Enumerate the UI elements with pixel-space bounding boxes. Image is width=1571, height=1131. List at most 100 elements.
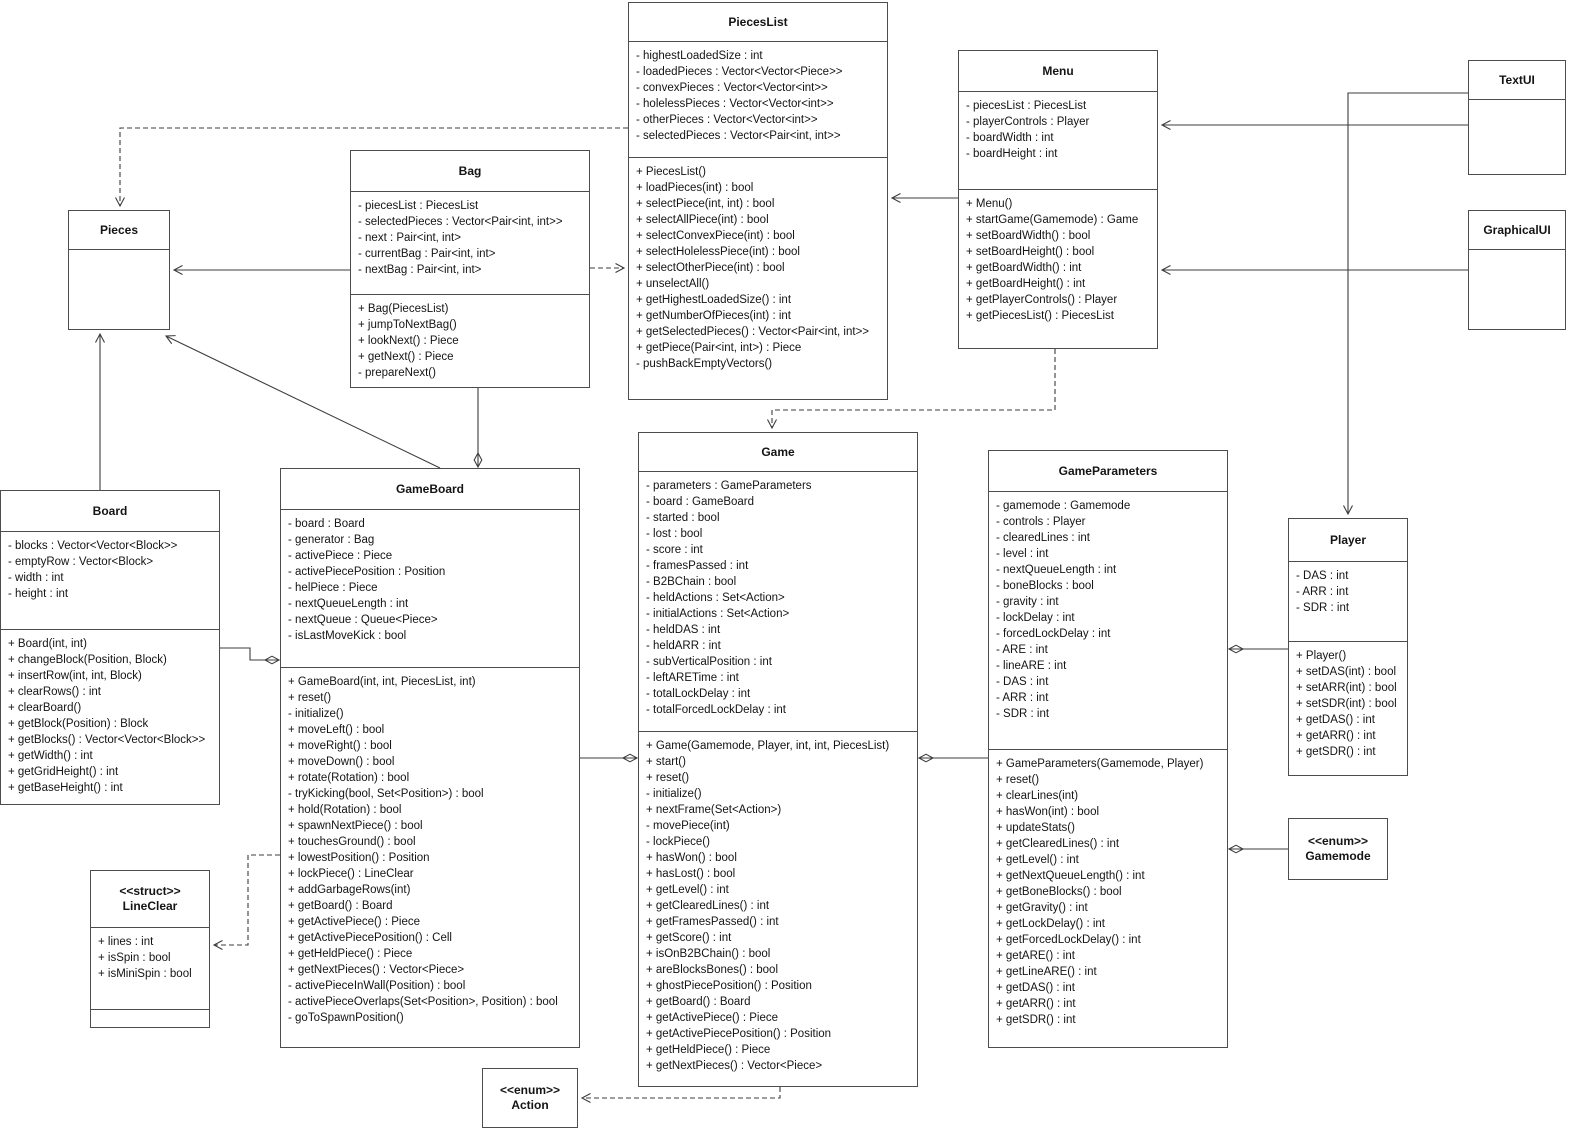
member-line: + reset() (646, 772, 690, 784)
attributes-section: - parameters : GameParameters- board : G… (639, 471, 917, 731)
member-line: + isMiniSpin : bool (98, 968, 192, 980)
member-line: - currentBag : Pair<int, int> (358, 248, 496, 260)
class-pieceslist: PiecesList - highestLoadedSize : int- lo… (628, 2, 888, 400)
member-line: - ARR : int (1296, 586, 1349, 598)
class-title: Bag (351, 151, 589, 191)
member-line: - goToSpawnPosition() (288, 1012, 404, 1024)
class-textui: TextUI (1468, 60, 1566, 175)
member-line: + rotate(Rotation) : bool (288, 772, 410, 784)
class-board: Board - blocks : Vector<Vector<Block>>- … (0, 490, 220, 805)
member-line: - DAS : int (1296, 570, 1349, 582)
member-line: + isOnB2BChain() : bool (646, 948, 771, 960)
member-line: - ARR : int (996, 692, 1049, 704)
member-line: - initialize() (646, 788, 702, 800)
member-line: + getClearedLines() : int (646, 900, 770, 912)
class-title: PiecesList (629, 3, 887, 41)
member-line: + clearRows() : int (8, 686, 101, 698)
member-line: + setSDR(int) : bool (1296, 698, 1397, 710)
methods-section: + Board(int, int)+ changeBlock(Position,… (1, 629, 219, 804)
member-line: + areBlocksBones() : bool (646, 964, 778, 976)
member-line: + setARR(int) : bool (1296, 682, 1397, 694)
member-line: - nextQueue : Queue<Piece> (288, 614, 438, 626)
member-line: - totalForcedLockDelay : int (646, 704, 786, 716)
member-line: + lockPiece() : LineClear (288, 868, 414, 880)
class-game: Game - parameters : GameParameters- boar… (638, 432, 918, 1087)
member-line: - otherPieces : Vector<Vector<int>> (636, 114, 818, 126)
member-line: + loadPieces(int) : bool (636, 182, 754, 194)
class-name-label: GameBoard (395, 481, 465, 496)
member-line: - totalLockDelay : int (646, 688, 751, 700)
attributes-section: - blocks : Vector<Vector<Block>>- emptyR… (1, 531, 219, 629)
member-line: + selectAllPiece(int) : bool (636, 214, 769, 226)
attributes-section: - board : Board- generator : Bag- active… (281, 509, 579, 667)
class-name-label: Game (761, 444, 795, 459)
member-line: + touchesGround() : bool (288, 836, 416, 848)
class-title: <<enum>> Gamemode (1289, 819, 1387, 879)
member-line: + isSpin : bool (98, 952, 171, 964)
member-line: + hold(Rotation) : bool (288, 804, 402, 816)
member-line: + getDAS() : int (996, 982, 1075, 994)
member-line: - prepareNext() (358, 367, 436, 379)
member-line: + PiecesList() (636, 166, 706, 178)
attributes-section: - DAS : int- ARR : int- SDR : int (1289, 561, 1407, 641)
class-name-label: Menu (1042, 63, 1074, 78)
edge-gameboard-lineclear-dependency (212, 854, 280, 950)
member-line: + getGravity() : int (996, 902, 1088, 914)
class-gamemode: <<enum>> Gamemode (1288, 818, 1388, 880)
member-line: - initialActions : Set<Action> (646, 608, 790, 620)
member-line: + getBoardHeight() : int (966, 278, 1086, 290)
member-line: - SDR : int (996, 708, 1050, 720)
member-line: + lookNext() : Piece (358, 335, 459, 347)
member-line: + setBoardHeight() : bool (966, 246, 1095, 258)
class-bag: Bag - piecesList : PiecesList- selectedP… (350, 150, 590, 388)
member-line: - lockDelay : int (996, 612, 1075, 624)
methods-section: + PiecesList() + loadPieces(int) : bool + … (629, 157, 887, 399)
member-line: - tryKicking(bool, Set<Position>) : bool (288, 788, 484, 800)
member-line: - generator : Bag (288, 534, 375, 546)
member-line: + getActivePiecePosition() : Position (646, 1028, 832, 1040)
member-line: - activePiecePosition : Position (288, 566, 446, 578)
class-name-label: Pieces (99, 222, 139, 237)
member-line: - movePiece(int) (646, 820, 730, 832)
class-menu: Menu - piecesList : PiecesList- playerCo… (958, 50, 1158, 349)
member-line: + getNextPieces() : Vector<Piece> (646, 1060, 823, 1072)
member-line: - width : int (8, 572, 64, 584)
member-line: + selectConvexPiece(int) : bool (636, 230, 795, 242)
member-line: + selectHolelessPiece(int) : bool (636, 246, 800, 258)
member-line: + getBlocks() : Vector<Vector<Block>> (8, 734, 206, 746)
class-title: <<enum>> Action (483, 1069, 577, 1127)
member-line: - convexPieces : Vector<Vector<int>> (636, 82, 828, 94)
member-line: + getARR() : int (996, 998, 1076, 1010)
member-line: + getScore() : int (646, 932, 732, 944)
member-line: + moveLeft() : bool (288, 724, 385, 736)
class-title: Pieces (69, 211, 169, 249)
member-line: + getGridHeight() : int (8, 766, 119, 778)
member-line: + getBaseHeight() : int (8, 782, 123, 794)
member-line: + getSelectedPieces() : Vector<Pair<int,… (636, 326, 870, 338)
class-gameparameters: GameParameters - gamemode : Gamemode- co… (988, 450, 1228, 1048)
member-line: - isLastMoveKick : bool (288, 630, 407, 642)
member-line: - nextQueueLength : int (288, 598, 409, 610)
class-name-label: PiecesList (728, 14, 788, 29)
member-line: + getARR() : int (1296, 730, 1376, 742)
class-name-label: Player (1329, 532, 1367, 547)
member-line: + setDAS(int) : bool (1296, 666, 1397, 678)
member-line: + Bag(PiecesList) (358, 303, 449, 315)
member-line: + setBoardWidth() : bool (966, 230, 1091, 242)
member-line: + getLockDelay() : int (996, 918, 1105, 930)
member-line: - started : bool (646, 512, 720, 524)
edge-game-action-dependency (580, 1087, 781, 1103)
member-line: - boneBlocks : bool (996, 580, 1094, 592)
member-line: - lockPiece() (646, 836, 710, 848)
class-gameboard: GameBoard - board : Board- generator : B… (280, 468, 580, 1048)
member-line: + lowestPosition() : Position (288, 852, 430, 864)
class-name-label: GraphicalUI (1483, 222, 1551, 237)
member-line: + clearLines(int) (996, 790, 1079, 802)
member-line: + Game(Gamemode, Player, int, int, Piece… (646, 740, 890, 752)
member-line: - DAS : int (996, 676, 1049, 688)
member-line: - subVerticalPosition : int (646, 656, 772, 668)
member-line: - heldDAS : int (646, 624, 721, 636)
member-line: + moveDown() : bool (288, 756, 395, 768)
member-line: + hasLost() : bool (646, 868, 736, 880)
class-name-label: TextUI (1499, 72, 1535, 87)
